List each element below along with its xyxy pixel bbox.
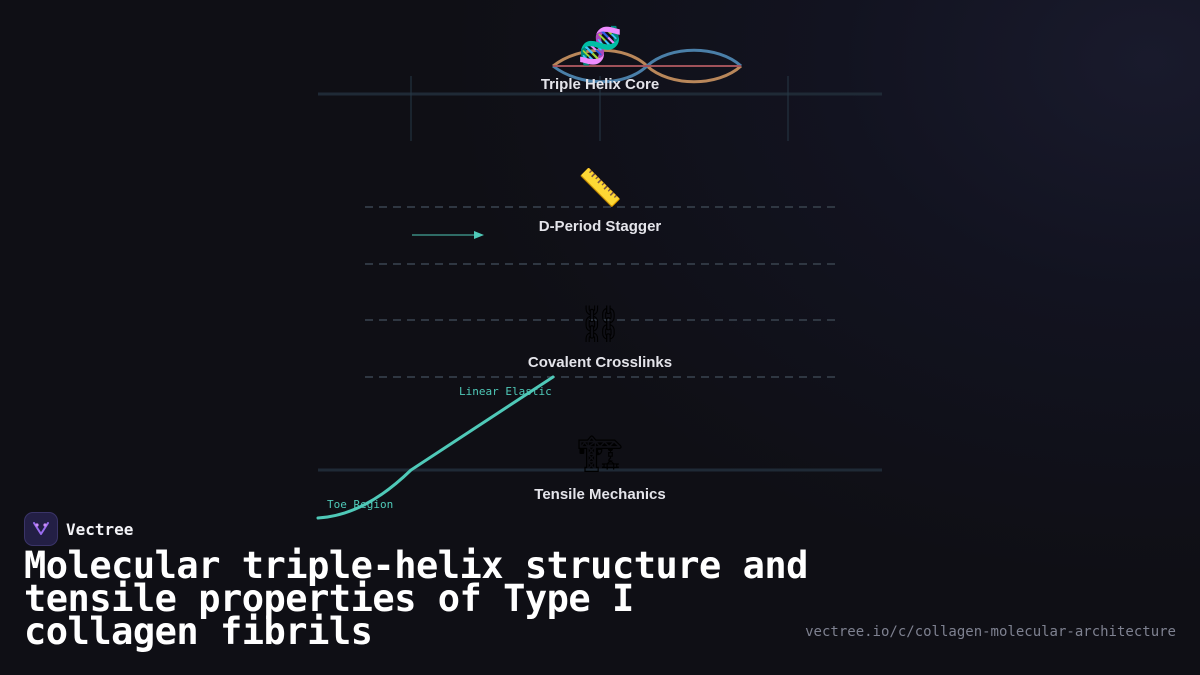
toe-region-label: Toe Region [327,498,393,511]
ruler-icon: 📏 [578,167,623,209]
stage-label-tensile: Tensile Mechanics [534,486,665,503]
crane-icon: 🏗 [577,434,623,475]
stage-label-crosslinks: Covalent Crosslinks [528,354,672,371]
source-url[interactable]: vectree.io/c/collagen-molecular-architec… [805,624,1176,640]
linear-elastic-label: Linear Elastic [459,385,552,398]
helix-strands [552,48,743,84]
page-title: Molecular triple-helix structure and ten… [24,544,808,653]
brand[interactable]: Vectree [24,512,133,546]
brand-name: Vectree [66,519,134,539]
broken-chain-icon: ⛓ [577,304,623,345]
stress-strain-curve [316,375,555,520]
vectree-logo-icon [24,512,58,546]
stage-label-d-period: D-Period Stagger [539,218,662,235]
dna-icon: 🧬 [578,24,623,67]
stage-label-triple-helix: Triple Helix Core [541,76,659,93]
